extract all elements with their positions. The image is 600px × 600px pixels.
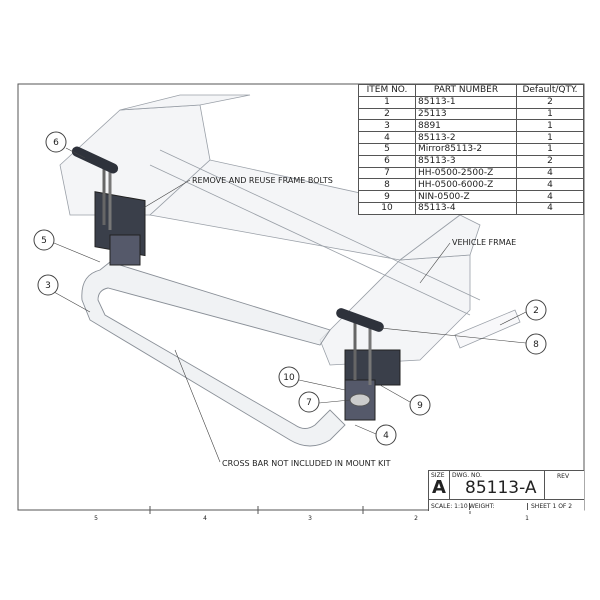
balloon-8: 8 — [525, 333, 547, 355]
left-bracket — [71, 146, 146, 266]
item-no: 2 — [358, 107, 416, 121]
balloon-7: 7 — [298, 391, 320, 413]
note-vehicle-frame: VEHICLE FRMAE — [452, 238, 516, 247]
svg-text:7: 7 — [306, 398, 312, 408]
item-no: 5 — [358, 142, 416, 156]
part-number: HH-0500-6000-Z — [415, 178, 517, 192]
part-number: 85113-3 — [415, 154, 517, 168]
part-number: 85113-1 — [415, 95, 517, 109]
part-number: Mirror85113-2 — [415, 142, 517, 156]
balloon-3: 3 — [37, 274, 59, 296]
part-number: 85113-4 — [415, 201, 517, 215]
header-item-no: ITEM NO. — [358, 84, 416, 97]
svg-text:10: 10 — [283, 373, 295, 383]
bom-header: ITEM NO. PART NUMBER Default/QTY. — [358, 84, 584, 97]
qty: 1 — [516, 119, 584, 133]
svg-text:3: 3 — [45, 281, 51, 291]
balloon-2: 2 — [525, 299, 547, 321]
zone-label: 4 — [203, 515, 207, 522]
header-qty: Default/QTY. — [516, 84, 584, 97]
svg-text:2: 2 — [533, 306, 539, 316]
item-no: 7 — [358, 166, 416, 180]
leaders — [53, 147, 527, 463]
scale: SCALE: 1:10 — [431, 503, 470, 510]
svg-text:9: 9 — [417, 401, 423, 411]
rev-label: REV — [557, 473, 570, 480]
dwg-label: DWG. NO. — [452, 472, 482, 479]
drawing-number: 85113-A — [465, 478, 537, 498]
item-no: 3 — [358, 119, 416, 133]
sheet: SHEET 1 OF 2 — [527, 503, 572, 510]
zone-label: 2 — [414, 515, 418, 522]
size-label: SIZE — [431, 472, 445, 479]
part-number: 25113 — [415, 107, 517, 121]
right-bracket — [336, 308, 401, 421]
balloon-5: 5 — [33, 229, 55, 251]
item-no: 9 — [358, 190, 416, 203]
qty: 4 — [516, 178, 584, 192]
size-value: A — [432, 477, 446, 498]
svg-text:5: 5 — [41, 236, 47, 246]
item-no: 8 — [358, 178, 416, 192]
item-no: 4 — [358, 131, 416, 144]
balloon-9: 9 — [409, 394, 431, 416]
title-block: SIZE A DWG. NO. 85113-A REV SCALE: 1:10 … — [428, 470, 584, 511]
qty: 2 — [516, 154, 584, 168]
balloon-10: 10 — [278, 366, 300, 388]
item-no: 10 — [358, 201, 416, 215]
dwg-cell: DWG. NO. 85113-A — [449, 471, 545, 499]
vehicle-frame — [59, 94, 521, 366]
qty: 4 — [516, 190, 584, 203]
qty: 1 — [516, 131, 584, 144]
zone-label: 1 — [525, 515, 529, 522]
svg-text:4: 4 — [383, 431, 389, 441]
qty: 2 — [516, 95, 584, 109]
note-cross-bar: CROSS BAR NOT INCLUDED IN MOUNT KIT — [222, 459, 391, 468]
svg-text:6: 6 — [53, 138, 59, 148]
part-number: NIN-0500-Z — [415, 190, 517, 203]
part-number: 8891 — [415, 119, 517, 133]
header-part-number: PART NUMBER — [415, 84, 517, 97]
zone-label: 5 — [94, 515, 98, 522]
balloon-6: 6 — [45, 131, 67, 153]
size-cell: SIZE A — [429, 471, 450, 499]
qty: 4 — [516, 201, 584, 215]
item-no: 6 — [358, 154, 416, 168]
drawing-border — [17, 83, 585, 511]
item-no: 1 — [358, 95, 416, 109]
qty: 1 — [516, 107, 584, 121]
balloon-4: 4 — [375, 424, 397, 446]
svg-text:8: 8 — [533, 340, 539, 350]
title-block-bottom-row: SCALE: 1:10 WEIGHT: SHEET 1 OF 2 — [429, 499, 584, 512]
part-number: 85113-2 — [415, 131, 517, 144]
qty: 4 — [516, 166, 584, 180]
cross-bar — [81, 261, 346, 447]
part-number: HH-0500-2500-Z — [415, 166, 517, 180]
weight: WEIGHT: — [469, 503, 495, 510]
note-frame-bolts: REMOVE AND REUSE FRAME BOLTS — [192, 176, 333, 185]
zone-label: 3 — [308, 515, 312, 522]
qty: 1 — [516, 142, 584, 156]
